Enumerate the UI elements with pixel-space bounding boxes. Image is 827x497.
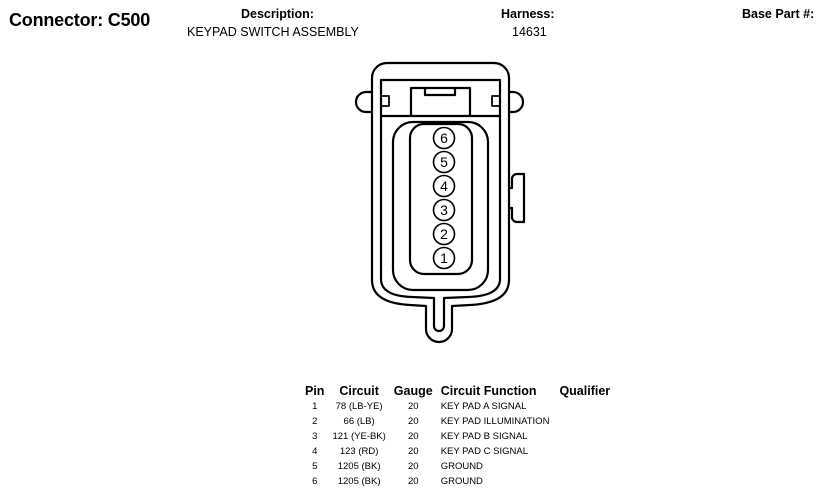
gauge-cell: 20 [407, 446, 419, 457]
cavity-2 [432, 222, 456, 246]
header-function: Circuit Function [440, 383, 537, 398]
circuit-cell: 1205 (BK) [337, 476, 381, 487]
qualifier-cell [553, 429, 614, 444]
pin-cell: 3 [312, 431, 318, 442]
qualifier-cell [553, 459, 614, 474]
circuit-cell: 1205 (BK) [337, 461, 381, 472]
header-qualifier: Qualifier [559, 383, 611, 398]
table-row: 3 121 (YE-BK) 20 KEY PAD B SIGNAL [301, 429, 614, 444]
harness-label: Harness: [501, 7, 555, 21]
function-cell: KEY PAD ILLUMINATION [440, 416, 550, 427]
cavity-frame [391, 120, 490, 292]
description-value: KEYPAD SWITCH ASSEMBLY [187, 25, 359, 39]
table-row: 4 123 (RD) 20 KEY PAD C SIGNAL [301, 444, 614, 459]
pin-cell: 4 [312, 446, 318, 457]
table-row: 2 66 (LB) 20 KEY PAD ILLUMINATION [301, 414, 614, 429]
lock-right-square [491, 95, 501, 107]
cavity-1 [432, 246, 456, 270]
lock-left-square [380, 95, 390, 107]
table-row: 6 1205 (BK) 20 GROUND [301, 474, 614, 489]
pin-cell: 1 [312, 401, 318, 412]
circuit-cell: 78 (LB-YE) [335, 401, 383, 412]
function-cell: KEY PAD B SIGNAL [440, 431, 528, 442]
cavity-label-3: 3 [440, 202, 448, 218]
table-row: 1 78 (LB-YE) 20 KEY PAD A SIGNAL [301, 399, 614, 414]
gauge-cell: 20 [407, 416, 419, 427]
function-cell: KEY PAD C SIGNAL [440, 446, 528, 457]
qualifier-cell [553, 474, 614, 489]
table-header-row: Pin Circuit Gauge Circuit Function Quali… [301, 382, 614, 399]
header-circuit: Circuit [339, 383, 379, 398]
function-cell: GROUND [440, 461, 483, 472]
lock-block [379, 78, 502, 118]
cavity-3 [432, 198, 456, 222]
cavity-6 [432, 126, 456, 150]
qualifier-cell [553, 444, 614, 459]
gauge-cell: 20 [407, 401, 419, 412]
circuit-cell: 66 (LB) [343, 416, 375, 427]
left-bump [354, 90, 372, 114]
cavity-label-4: 4 [440, 178, 448, 194]
cavity-4 [432, 174, 456, 198]
gauge-cell: 20 [407, 431, 419, 442]
connector-title: Connector: C500 [9, 10, 151, 30]
pin-cell: 5 [312, 461, 318, 472]
cavity-label-6: 6 [440, 130, 448, 146]
cavity-label-1: 1 [440, 250, 448, 266]
housing-outline [370, 61, 511, 344]
cavity-label-2: 2 [440, 226, 448, 242]
circuit-cell: 121 (YE-BK) [332, 431, 386, 442]
pin-table: Pin Circuit Gauge Circuit Function Quali… [301, 382, 614, 489]
connector-diagram: 6 5 4 3 2 1 [354, 61, 526, 344]
base-part-label: Base Part #: [742, 7, 815, 21]
gauge-cell: 20 [407, 461, 419, 472]
cavity-label-5: 5 [440, 154, 448, 170]
circuit-cell: 123 (RD) [339, 446, 379, 457]
latch-tab [508, 172, 526, 224]
pin-cell: 2 [312, 416, 318, 427]
header-gauge: Gauge [393, 383, 433, 398]
housing-inner [379, 116, 502, 333]
lock-notch [409, 86, 472, 116]
function-cell: GROUND [440, 476, 483, 487]
right-bump [508, 90, 525, 114]
header-pin: Pin [305, 383, 325, 398]
qualifier-cell [553, 414, 614, 429]
cavity-window [408, 122, 474, 276]
table-row: 5 1205 (BK) 20 GROUND [301, 459, 614, 474]
pin-cell: 6 [312, 476, 318, 487]
qualifier-cell [553, 399, 614, 414]
function-cell: KEY PAD A SIGNAL [440, 401, 527, 412]
gauge-cell: 20 [407, 476, 419, 487]
cavity-5 [432, 150, 456, 174]
description-label: Description: [241, 7, 314, 21]
harness-value: 14631 [512, 25, 547, 39]
